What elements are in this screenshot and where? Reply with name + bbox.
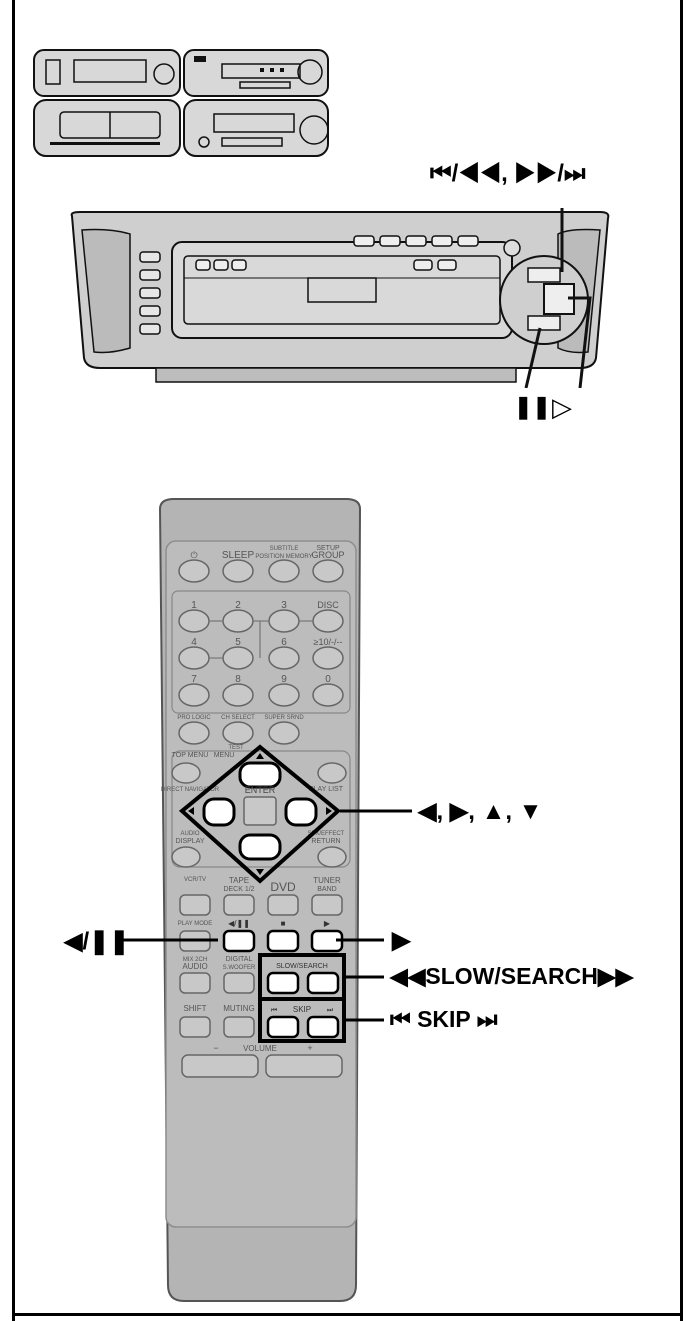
remote-display-label: DISPLAY [175,838,204,845]
remote-digit-0: 0 [325,674,331,685]
remote-shift-label: SHIFT [183,1004,206,1013]
remote-slow-search-label: SLOW/SEARCH [276,963,328,970]
remote-band-label: BAND [317,886,336,893]
remote-digit-4: 4 [191,637,197,648]
remote-sfx-label: SFX/EFFECT [308,831,345,837]
remote-digit-6: 6 [281,637,287,648]
svg-text:▶: ▶ [324,919,331,928]
remote-digit-3: 3 [281,600,287,611]
remote-tuner-label: TUNER [313,876,341,885]
remote-disc-label: DISC [317,600,339,610]
remote-play-mode-label: PLAY MODE [178,921,212,927]
deck-skip-search-label: ⏮/◀◀, ▶▶/⏭ [430,160,586,187]
remote-skip-label: SKIP [293,1005,311,1014]
remote-digital-label: DIGITAL [226,956,253,963]
remote-control: ⏻ SLEEP SUBTITLE POSITION MEMORY SETUP G… [158,498,362,1302]
remote-enter-label: ENTER [245,785,276,795]
remote-digit-5: 5 [235,637,241,648]
remote-ten-plus-label: ≥10/-/-- [314,637,343,647]
remote-audio-label: AUDIO [182,962,207,971]
remote-digit-9: 9 [281,674,287,685]
remote-menu-label: MENU [214,752,235,759]
remote-sleep-label: SLEEP [222,550,255,561]
remote-nav-audio-label: AUDIO [180,831,199,837]
remote-direct-navigator-label: DIRECT NAVIGATOR [161,787,220,793]
svg-text:⏮: ⏮ [271,1007,277,1014]
remote-mix-2ch-label: MIX 2CH [183,957,207,963]
remote-volume-plus: + [307,1043,312,1053]
remote-digit-2: 2 [235,600,241,611]
play-label: ▶ [392,927,411,954]
remote-pro-logic-label: PRO LOGIC [177,715,211,721]
remote-top-menu-label: TOP MENU [172,752,209,759]
stereo-system-thumbnail [33,49,329,157]
cursor-keys-label: ◀, ▶, ▲, ▼ [418,798,543,825]
svg-text:◀/❚❚: ◀/❚❚ [228,919,250,928]
frame-bottom-border [12,1313,683,1316]
remote-digit-8: 8 [235,674,241,685]
remote-muting-label: MUTING [223,1004,255,1013]
reverse-pause-label: ◀/❚❚ [64,928,130,955]
svg-text:⏭: ⏭ [327,1007,334,1014]
remote-vcr-tv-label: VCR/TV [184,877,206,883]
remote-group-label: GROUP [311,550,344,560]
deck-pause-label: ❚❚ [514,394,551,419]
deck-play-label: ▷ [552,392,572,422]
remote-deck-label: DECK 1/2 [223,886,254,893]
remote-dvd-label: DVD [270,880,296,894]
remote-s-woofer-label: S.WOOFER [223,965,256,971]
remote-tape-label: TAPE [229,876,249,885]
remote-digit-1: 1 [191,600,197,611]
svg-text:⏻: ⏻ [190,550,197,560]
tape-deck-panel [70,208,610,388]
remote-position-memory-label: POSITION MEMORY [255,554,312,560]
remote-return-label: RETURN [311,838,340,845]
remote-play-list-label: PLAY LIST [309,786,344,793]
svg-text:■: ■ [281,919,286,928]
remote-ch-select-label: CH SELECT [221,715,255,721]
skip-callout: ⏮ SKIP ⏭ [390,1006,498,1032]
remote-subtitle-label: SUBTITLE [270,546,299,552]
frame-left-border [12,0,15,1321]
remote-setup-label: SETUP [316,545,340,552]
remote-volume-label: VOLUME [243,1044,277,1053]
remote-digit-7: 7 [191,674,197,685]
remote-volume-minus: − [213,1043,218,1053]
slow-search-callout: ◀◀SLOW/SEARCH▶▶ [390,963,634,989]
remote-test-label: TEST [228,745,244,751]
frame-right-border [680,0,683,1321]
remote-super-srnd-label: SUPER SRND [264,715,304,721]
